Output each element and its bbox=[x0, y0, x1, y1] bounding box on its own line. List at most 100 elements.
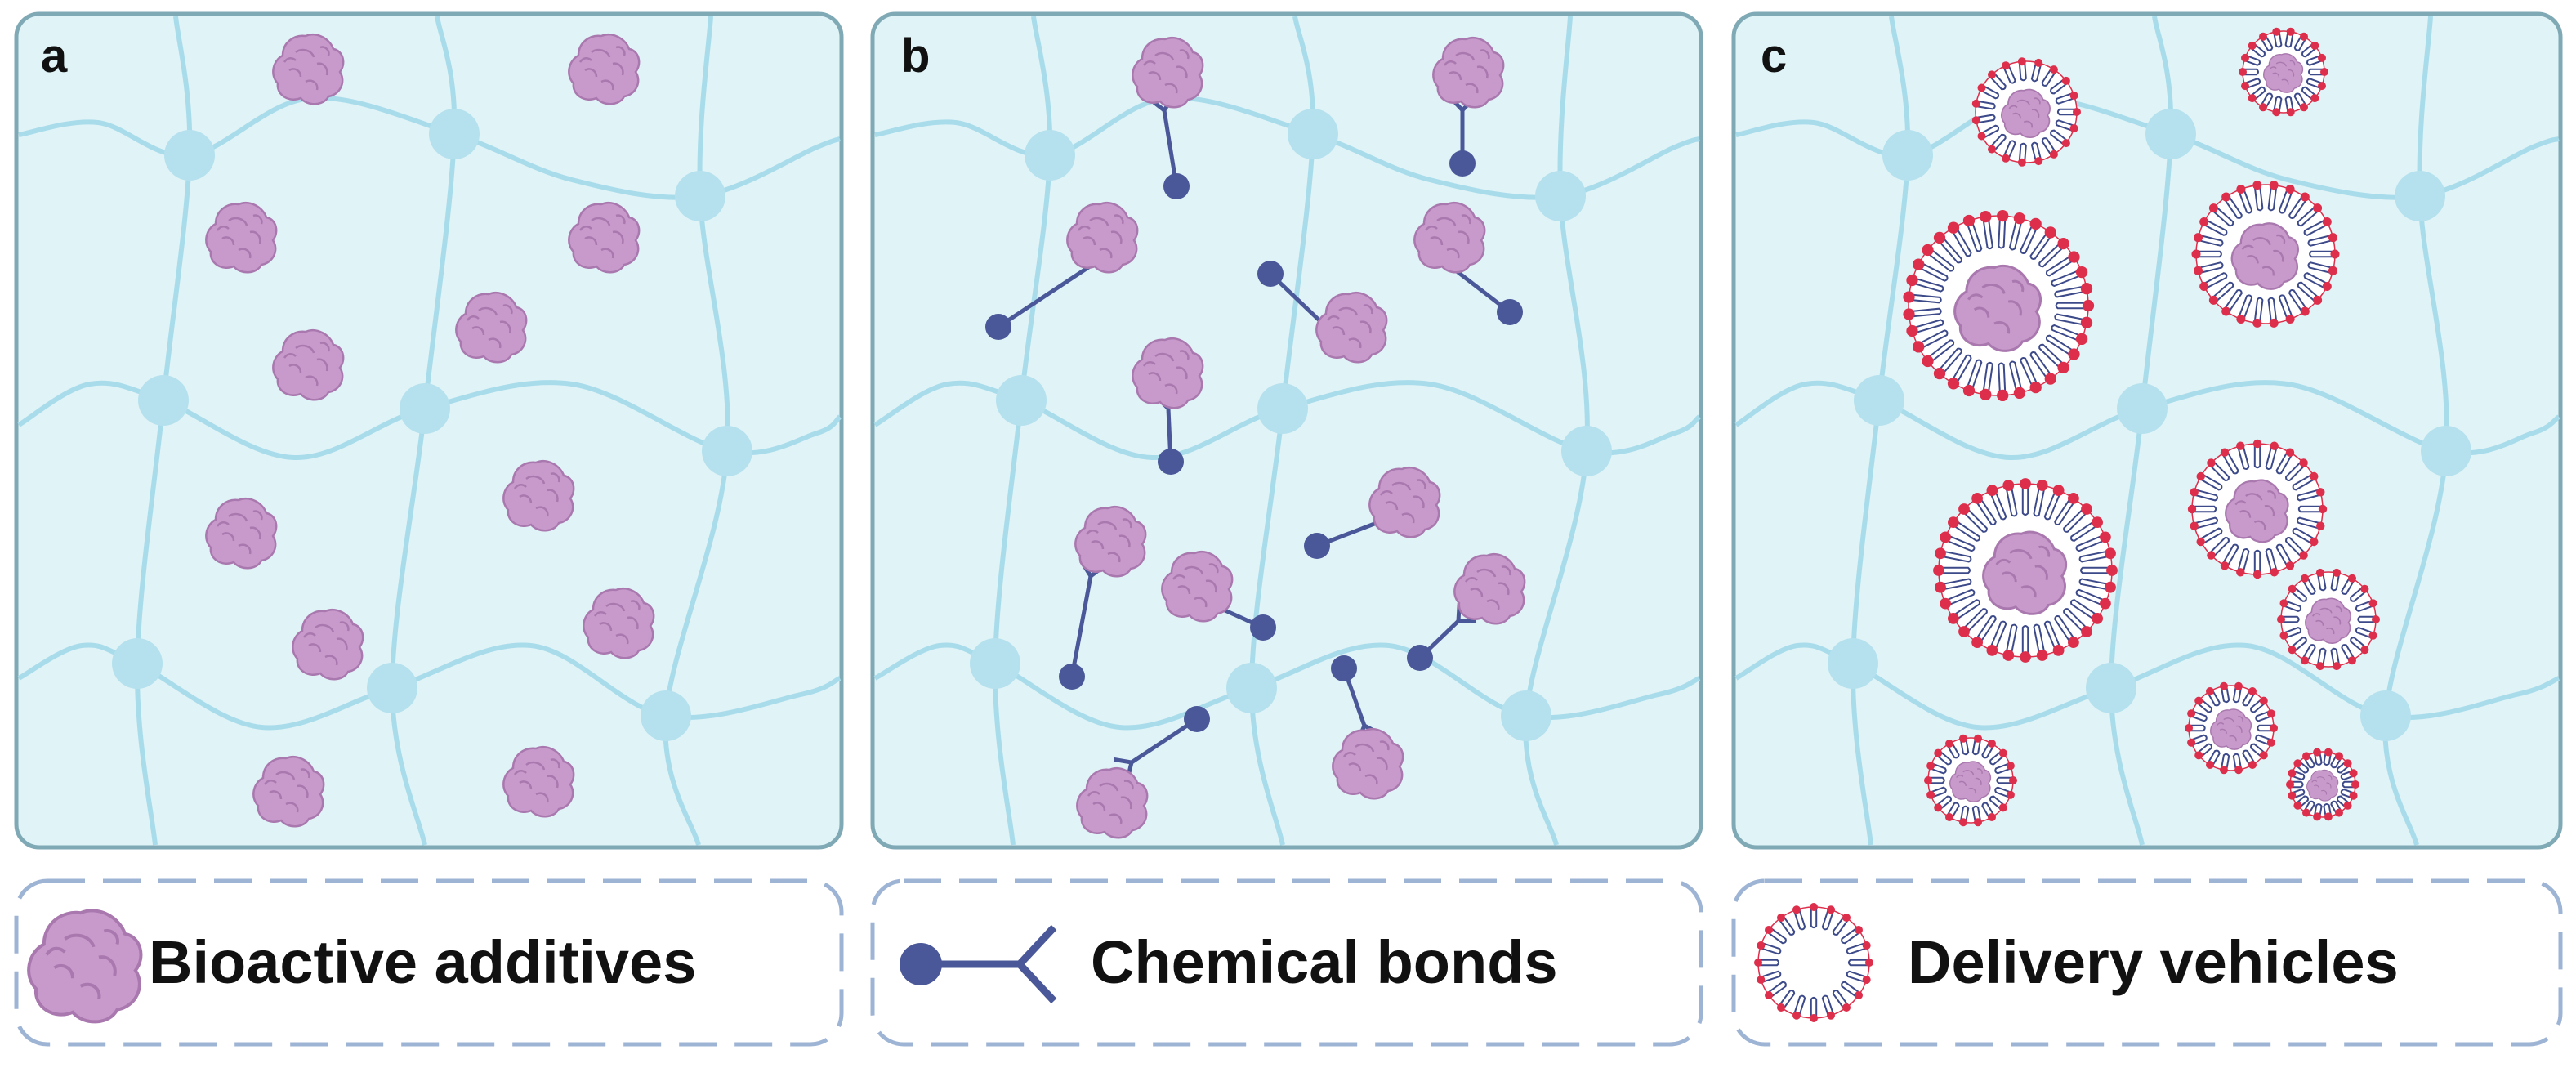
delivery-vehicle-c-7-lipid-tail bbox=[2220, 753, 2230, 771]
delivery-vehicle-c-2-lipid-head bbox=[2044, 373, 2056, 385]
delivery-vehicle-c-7-lipid-head bbox=[2206, 761, 2214, 769]
delivery-vehicle-c-5-lipid-tail bbox=[2265, 445, 2278, 471]
legend-box-bioactive bbox=[14, 878, 844, 1047]
legend-vehicle-lipid-head bbox=[1862, 976, 1871, 984]
delivery-vehicle-c-1 bbox=[2239, 27, 2328, 117]
delivery-vehicle-c-8-lipid-tail bbox=[1928, 776, 1945, 784]
delivery-vehicle-c-9-lipid-tail bbox=[2303, 800, 2315, 815]
network-b-node-1-2 bbox=[1226, 663, 1277, 713]
delivery-vehicle-c-7-lipid-tail bbox=[2250, 743, 2266, 758]
delivery-vehicle-c-5-lipid-tail bbox=[2192, 505, 2217, 513]
legend-vehicle-lipid-head bbox=[1792, 905, 1801, 914]
legend-vehicle-lipid-head bbox=[1792, 1011, 1801, 1020]
delivery-vehicle-c-9-lipid-tail bbox=[2295, 761, 2309, 774]
delivery-vehicle-c-0-lipid-head bbox=[2073, 108, 2081, 116]
delivery-vehicle-c-4-lipid-tail bbox=[2078, 578, 2111, 591]
delivery-vehicle-c-5 bbox=[2187, 439, 2328, 579]
delivery-vehicle-c-3-lipid-tail bbox=[2307, 234, 2334, 247]
delivery-vehicle-c-8-lipid-head bbox=[1945, 813, 1953, 821]
network-c-node-2-0 bbox=[2395, 171, 2445, 221]
delivery-vehicle-c-3-lipid-tail bbox=[2223, 289, 2243, 314]
delivery-vehicle-c-5-lipid-head bbox=[2299, 551, 2308, 560]
bonded-additive-b-4 bbox=[1257, 261, 1388, 364]
delivery-vehicle-c-1-lipid-tail bbox=[2273, 96, 2283, 113]
delivery-vehicle-c-5-lipid-tail bbox=[2265, 547, 2278, 574]
delivery-vehicle-c-3-lipid-head bbox=[2221, 306, 2231, 316]
delivery-vehicle-c-1-lipid-head bbox=[2248, 41, 2257, 50]
delivery-vehicle-c-2-lipid-tail bbox=[1950, 226, 1972, 257]
delivery-vehicle-c-1-lipid-head bbox=[2259, 32, 2267, 41]
delivery-vehicle-c-8-lipid-tail bbox=[1959, 738, 1970, 756]
delivery-vehicle-c-7-lipid-head bbox=[2194, 696, 2203, 705]
delivery-vehicle-c-4-lipid-tail bbox=[1939, 566, 1971, 574]
delivery-vehicle-c-2-lipid-head bbox=[2057, 237, 2069, 250]
delivery-vehicle-c-5-lipid-tail bbox=[2253, 549, 2261, 574]
delivery-vehicle-c-7-lipid-tail bbox=[2190, 734, 2208, 746]
delivery-vehicle-c-1-lipid-tail bbox=[2301, 42, 2318, 58]
delivery-vehicle-c-3-lipid-head bbox=[2328, 266, 2338, 275]
delivery-vehicle-c-9-lipid-tail bbox=[2323, 803, 2333, 818]
delivery-vehicle-c-4-lipid-tail bbox=[2063, 507, 2089, 533]
delivery-vehicle-c-2-lipid-head bbox=[2029, 381, 2042, 394]
delivery-vehicle-c-8-lipid-tail bbox=[1929, 762, 1947, 775]
delivery-vehicle-c-9-lipid-tail bbox=[2313, 803, 2323, 818]
delivery-vehicle-c-4-lipid-head bbox=[1958, 503, 1970, 515]
delivery-vehicle-c-0-lipid-head bbox=[2017, 57, 2026, 66]
delivery-vehicle-c-6-lipid-head bbox=[2360, 584, 2369, 593]
delivery-vehicle-c-5-lipid-head bbox=[2310, 471, 2319, 481]
delivery-vehicle-c-0-lipid-head bbox=[2034, 58, 2043, 67]
delivery-vehicle-c-4-lipid-head bbox=[1940, 531, 1951, 543]
delivery-vehicle-c-9-lipid-head bbox=[2343, 801, 2352, 810]
network-b-node-2-1 bbox=[1561, 426, 1612, 476]
legend-vehicle-lipid-head bbox=[1827, 905, 1835, 914]
delivery-vehicle-c-4-lipid-tail bbox=[2005, 623, 2018, 656]
legend-vehicle-lipid-tail bbox=[1821, 994, 1835, 1017]
delivery-vehicle-c-9-lipid-tail bbox=[2290, 770, 2306, 781]
delivery-vehicle-c-4-lipid-tail bbox=[1962, 507, 1988, 533]
delivery-vehicle-c-0-lipid-tail bbox=[2002, 140, 2016, 160]
delivery-vehicle-c-8-lipid-head bbox=[1974, 734, 1982, 743]
delivery-vehicle-c-7-lipid-tail bbox=[2255, 710, 2273, 722]
delivery-vehicle-c-5-lipid-tail bbox=[2285, 460, 2306, 481]
delivery-vehicle-c-0 bbox=[1971, 57, 2081, 167]
legend-vehicle-lipid-head bbox=[1757, 976, 1766, 984]
legend-label-vehicles: Delivery vehicles bbox=[1908, 928, 2399, 996]
delivery-vehicle-c-1-lipid-tail bbox=[2293, 92, 2307, 109]
delivery-vehicle-c-2-lipid-tail bbox=[1909, 293, 1942, 304]
delivery-vehicle-c-8-lipid-tail bbox=[1959, 805, 1970, 823]
delivery-vehicle-c-9-lipid-head bbox=[2343, 759, 2352, 768]
delivery-vehicle-c-7-lipid-tail bbox=[2190, 710, 2208, 722]
delivery-vehicle-c-5-lipid-head bbox=[2299, 458, 2308, 467]
legend-vehicle-lipid-tail bbox=[1792, 908, 1806, 931]
delivery-vehicle-c-7-lipid-head bbox=[2259, 751, 2268, 760]
delivery-vehicle-c-6-lipid-head bbox=[2372, 615, 2380, 623]
delivery-vehicle-c-3-lipid-tail bbox=[2267, 297, 2278, 324]
bonded-additive-b-1 bbox=[1432, 36, 1505, 177]
delivery-vehicle-c-2-lipid-head bbox=[1962, 384, 1976, 397]
delivery-vehicle-c-4-lipid-tail bbox=[1962, 608, 1988, 634]
delivery-vehicle-c-0-lipid-head bbox=[2049, 65, 2058, 74]
delivery-vehicle-c-6-lipid-tail bbox=[2301, 576, 2316, 595]
delivery-vehicle-c-3-lipid-tail bbox=[2307, 261, 2334, 275]
delivery-vehicle-c-7-lipid-tail bbox=[2196, 698, 2212, 713]
delivery-vehicle-c-2-lipid-tail bbox=[2051, 324, 2083, 342]
delivery-vehicle-c-4-lipid-head bbox=[2052, 645, 2065, 656]
delivery-vehicle-c-0-lipid-tail bbox=[2050, 129, 2069, 146]
delivery-vehicle-c-7-lipid-head bbox=[2234, 766, 2243, 775]
delivery-vehicle-c-4-lipid-tail bbox=[2021, 484, 2029, 516]
delivery-vehicle-c-9-lipid-head bbox=[2335, 752, 2343, 761]
delivery-vehicle-c-2-lipid-head bbox=[1922, 244, 1934, 257]
legend-vehicle-lipid-head bbox=[1842, 914, 1851, 922]
chemical-bond-icon bbox=[900, 924, 1057, 1004]
delivery-vehicle-c-5-lipid-tail bbox=[2285, 537, 2306, 558]
legend-vehicle-lipid-head bbox=[1810, 1014, 1818, 1022]
delivery-vehicle-c-9-lipid-head bbox=[2293, 801, 2302, 810]
legend-vehicle-lipid-head bbox=[1754, 959, 1762, 967]
delivery-vehicle-c-4-lipid-head bbox=[1958, 626, 1970, 637]
legend-vehicle-lipid-head bbox=[1777, 914, 1785, 922]
network-b-node-0-1 bbox=[996, 375, 1047, 426]
delivery-vehicle-c-1-lipid-head bbox=[2318, 82, 2326, 91]
delivery-vehicle-c-6 bbox=[2277, 568, 2380, 671]
network-c-node-1-1 bbox=[2117, 383, 2168, 434]
delivery-vehicle-c-7-lipid-tail bbox=[2220, 686, 2230, 704]
